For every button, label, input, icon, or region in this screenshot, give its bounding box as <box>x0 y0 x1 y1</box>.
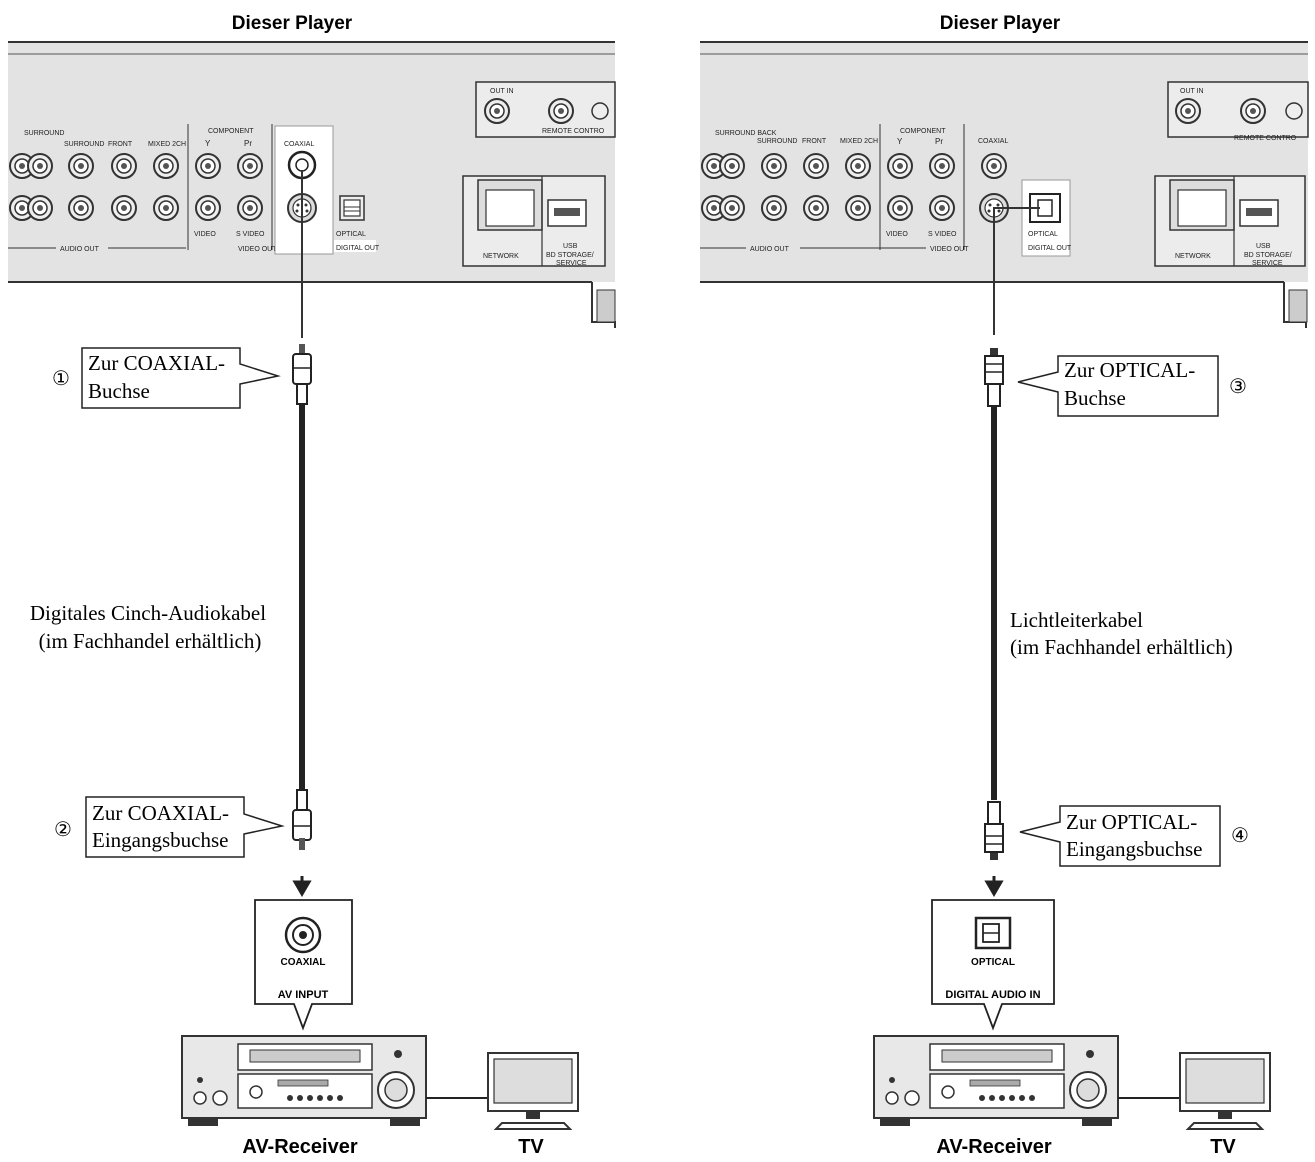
svg-text:Eingangsbuchse: Eingangsbuchse <box>92 828 228 852</box>
svg-text:VIDEO: VIDEO <box>886 231 908 238</box>
svg-text:AV INPUT: AV INPUT <box>278 989 329 1001</box>
right-input-box: OPTICAL DIGITAL AUDIO IN <box>931 899 1055 1031</box>
svg-text:OUT IN: OUT IN <box>1180 88 1204 95</box>
svg-text:DIGITAL OUT: DIGITAL OUT <box>336 245 380 252</box>
right-callout-bottom: Zur OPTICAL- Eingangsbuchse ④ <box>1019 805 1249 867</box>
svg-text:NETWORK: NETWORK <box>1175 253 1211 260</box>
left-player-panel: OUT IN REMOTE CONTRO NETWORK USB BD STOR… <box>8 41 616 328</box>
svg-text:USB: USB <box>1256 243 1271 250</box>
svg-text:SURROUND: SURROUND <box>64 141 104 148</box>
svg-text:OUT IN: OUT IN <box>490 88 514 95</box>
svg-text:Buchse: Buchse <box>88 379 150 403</box>
right-player-panel: OUT IN REMOTE CONTRO NETWORK USB BD STOR… <box>700 41 1309 328</box>
svg-text:Y: Y <box>205 139 211 148</box>
svg-text:③: ③ <box>1229 376 1247 398</box>
right-diagram: Dieser Player OUT IN REMOTE CONTRO NETWO… <box>700 13 1309 1158</box>
svg-text:COMPONENT: COMPONENT <box>900 128 946 135</box>
svg-text:MIXED 2CH: MIXED 2CH <box>840 138 878 145</box>
svg-text:USB: USB <box>563 243 578 250</box>
svg-text:COAXIAL: COAXIAL <box>284 141 314 148</box>
svg-text:SERVICE: SERVICE <box>1252 260 1283 267</box>
svg-text:DIGITAL AUDIO IN: DIGITAL AUDIO IN <box>945 989 1040 1001</box>
svg-text:NETWORK: NETWORK <box>483 253 519 260</box>
right-cable <box>991 400 997 800</box>
svg-text:COMPONENT: COMPONENT <box>208 128 254 135</box>
svg-text:Zur COAXIAL-: Zur COAXIAL- <box>92 801 229 825</box>
svg-text:Pr: Pr <box>935 137 943 146</box>
svg-text:SERVICE: SERVICE <box>556 260 587 267</box>
svg-text:VIDEO OUT: VIDEO OUT <box>930 246 969 253</box>
svg-text:S VIDEO: S VIDEO <box>928 231 957 238</box>
left-diagram: Dieser Player OUT IN REMOTE CONTRO NETWO… <box>8 13 616 1158</box>
svg-text:Eingangsbuchse: Eingangsbuchse <box>1066 837 1202 861</box>
left-cable <box>299 395 305 795</box>
right-receiver-label: AV-Receiver <box>936 1136 1051 1158</box>
right-tv-label: TV <box>1210 1136 1236 1158</box>
svg-text:Zur OPTICAL-: Zur OPTICAL- <box>1064 358 1195 382</box>
left-input-box: COAXIAL AV INPUT <box>254 899 353 1031</box>
left-tv-label: TV <box>518 1136 544 1158</box>
svg-text:④: ④ <box>1231 825 1249 847</box>
svg-text:AUDIO OUT: AUDIO OUT <box>750 246 790 253</box>
svg-text:S VIDEO: S VIDEO <box>236 231 265 238</box>
left-callout-bottom: ② Zur COAXIAL- Eingangsbuchse <box>54 796 285 858</box>
svg-text:COAXIAL: COAXIAL <box>978 138 1008 145</box>
svg-text:Zur COAXIAL-: Zur COAXIAL- <box>88 351 225 375</box>
svg-text:Buchse: Buchse <box>1064 386 1126 410</box>
svg-text:SURROUND BACK: SURROUND BACK <box>715 130 777 137</box>
left-tv <box>487 1052 579 1130</box>
svg-text:BD STORAGE/: BD STORAGE/ <box>1244 252 1292 259</box>
svg-text:OPTICAL: OPTICAL <box>336 231 366 238</box>
left-down-arrow <box>292 876 312 897</box>
left-cable-label-line2: (im Fachhandel erhältlich) <box>39 629 262 653</box>
right-callout-top: Zur OPTICAL- Buchse ③ <box>1017 355 1247 417</box>
svg-text:FRONT: FRONT <box>802 138 827 145</box>
right-down-arrow <box>984 876 1004 897</box>
right-cable-label-line2: (im Fachhandel erhältlich) <box>1010 635 1233 659</box>
svg-text:REMOTE CONTRO: REMOTE CONTRO <box>542 128 605 135</box>
left-cable-label-line1: Digitales Cinch-Audiokabel <box>30 601 266 625</box>
right-cable-label-line1: Lichtleiterkabel <box>1010 608 1143 632</box>
left-player-title: Dieser Player <box>232 13 353 34</box>
svg-text:OPTICAL: OPTICAL <box>1028 231 1058 238</box>
svg-text:MIXED 2CH: MIXED 2CH <box>148 141 186 148</box>
svg-text:VIDEO OUT: VIDEO OUT <box>238 246 277 253</box>
svg-text:①: ① <box>52 368 70 390</box>
svg-text:REMOTE CONTRO: REMOTE CONTRO <box>1234 135 1297 142</box>
right-cable-top <box>993 207 1040 335</box>
svg-text:BD STORAGE/: BD STORAGE/ <box>546 252 594 259</box>
svg-text:VIDEO: VIDEO <box>194 231 216 238</box>
svg-text:Y: Y <box>897 137 903 146</box>
svg-text:OPTICAL: OPTICAL <box>971 957 1015 968</box>
svg-text:AUDIO OUT: AUDIO OUT <box>60 246 100 253</box>
left-receiver <box>181 1035 427 1127</box>
svg-text:COAXIAL: COAXIAL <box>281 957 326 968</box>
svg-text:DIGITAL OUT: DIGITAL OUT <box>1028 245 1072 252</box>
svg-text:Zur OPTICAL-: Zur OPTICAL- <box>1066 810 1197 834</box>
svg-text:Pr: Pr <box>244 139 252 148</box>
svg-text:②: ② <box>54 819 72 841</box>
svg-text:SURROUND: SURROUND <box>757 138 797 145</box>
svg-text:FRONT: FRONT <box>108 141 133 148</box>
right-tv <box>1179 1052 1271 1130</box>
right-player-title: Dieser Player <box>940 13 1061 34</box>
left-receiver-label: AV-Receiver <box>242 1136 357 1158</box>
right-receiver <box>873 1035 1119 1127</box>
left-callout-top: ① Zur COAXIAL- Buchse <box>52 347 281 409</box>
svg-text:SURROUND: SURROUND <box>24 130 64 137</box>
